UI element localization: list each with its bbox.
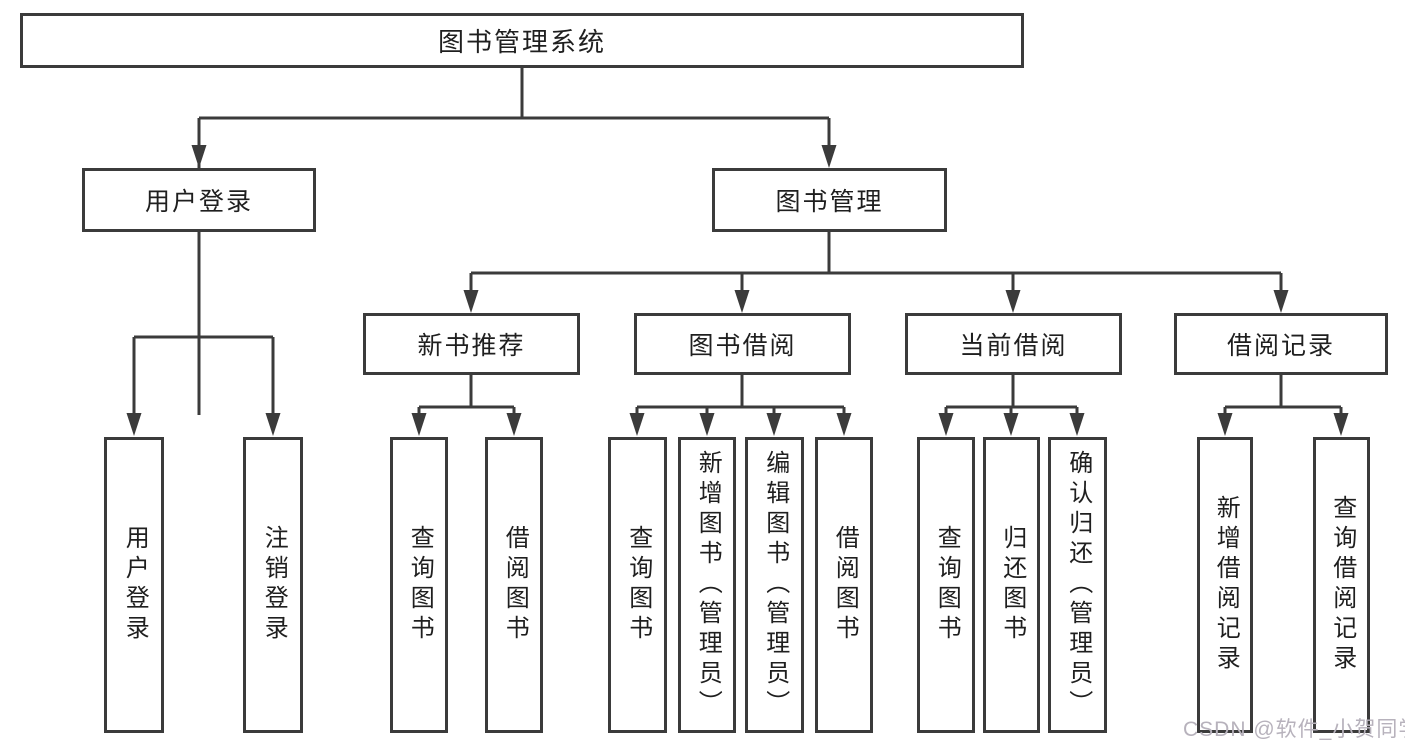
leaf-add-book-admin: 新增图书（管理员） (678, 437, 736, 733)
leaf-add-borrow-record: 新增借阅记录 (1197, 437, 1253, 733)
arrowhead (1003, 413, 1019, 436)
arrowhead (506, 413, 522, 436)
node-current-borrowing: 当前借阅 (905, 313, 1122, 375)
leaf-return-books: 归还图书 (983, 437, 1040, 733)
arrowhead (265, 413, 281, 436)
arrowhead (1069, 413, 1085, 436)
connector-user-login-to-leaves (126, 232, 281, 436)
arrowhead (836, 413, 852, 436)
node-new-book-recommendation: 新书推荐 (363, 313, 580, 375)
csdn-watermark: CSDN @软件_小贺同学 (1183, 718, 1405, 741)
leaf-query-books-2: 查询图书 (608, 437, 667, 733)
connector-current-borrowing-to-leaves (938, 375, 1085, 436)
leaf-logout: 注销登录 (243, 437, 303, 733)
leaf-query-borrow-record: 查询借阅记录 (1313, 437, 1370, 733)
node-book-borrowing: 图书借阅 (634, 313, 851, 375)
connector-root-to-level2 (191, 68, 837, 415)
arrowhead (463, 290, 479, 313)
arrowhead (766, 413, 782, 436)
arrowhead (1333, 413, 1349, 436)
leaf-confirm-return-admin: 确认归还（管理员） (1048, 437, 1107, 733)
arrowhead (629, 413, 645, 436)
node-user-login: 用户登录 (82, 168, 316, 232)
leaf-edit-book-admin: 编辑图书（管理员） (745, 437, 804, 733)
arrowhead (734, 290, 750, 313)
node-book-management: 图书管理 (712, 168, 947, 232)
node-borrowing-records: 借阅记录 (1174, 313, 1388, 375)
arrowhead (699, 413, 715, 436)
connector-new-book-to-leaves (411, 375, 522, 436)
connector-book-borrowing-to-leaves (629, 375, 852, 436)
arrowhead (126, 413, 142, 436)
arrowhead (1217, 413, 1233, 436)
leaf-borrow-books-2: 借阅图书 (815, 437, 873, 733)
arrowhead (411, 413, 427, 436)
arrowhead (1005, 290, 1021, 313)
leaf-query-books-3: 查询图书 (917, 437, 975, 733)
arrowhead (821, 145, 837, 168)
connector-borrowing-records-to-leaves (1217, 375, 1349, 436)
node-library-management-system: 图书管理系统 (20, 13, 1024, 68)
connector-book-management-to-level3 (463, 232, 1289, 313)
arrowhead (938, 413, 954, 436)
arrowhead (1273, 290, 1289, 313)
leaf-borrow-books: 借阅图书 (485, 437, 543, 733)
leaf-user-login: 用户登录 (104, 437, 164, 733)
arrowhead (191, 145, 207, 168)
leaf-query-books: 查询图书 (390, 437, 448, 733)
